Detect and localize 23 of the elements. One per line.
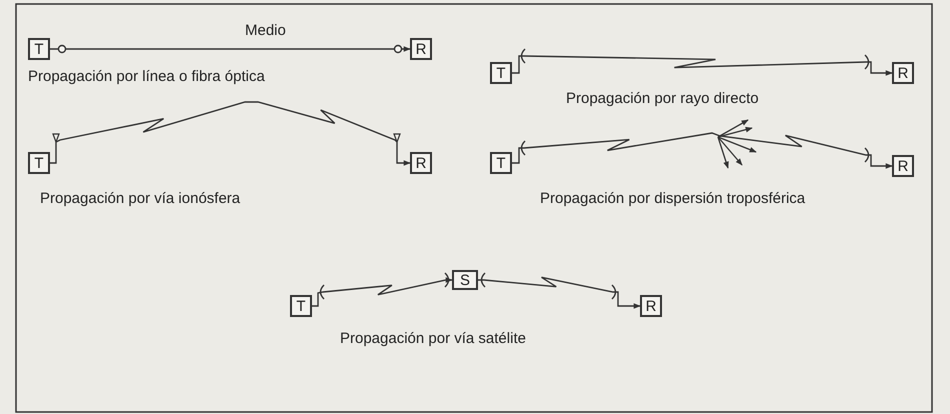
arrow: [50, 46, 411, 52]
station-box: R: [640, 295, 662, 317]
arrow: [50, 101, 411, 166]
arrow: [512, 132, 893, 169]
caption: Propagación por vía ionósfera: [40, 190, 240, 207]
station-box: T: [28, 152, 50, 174]
station-box: T: [490, 152, 512, 174]
caption: Propagación por vía satélite: [340, 330, 526, 347]
station-box: R: [892, 62, 914, 84]
caption: Propagación por dispersión troposférica: [540, 190, 806, 207]
station-box: T: [490, 62, 512, 84]
station-box: T: [290, 295, 312, 317]
station-box: T: [28, 38, 50, 60]
station-box: R: [410, 38, 432, 60]
station-box: R: [410, 152, 432, 174]
arrow: [512, 55, 893, 76]
edge-label: Medio: [245, 22, 286, 39]
arrow: [478, 276, 641, 309]
station-box: R: [892, 155, 914, 177]
caption: Propagación por rayo directo: [566, 90, 759, 107]
caption: Propagación por línea o fibra óptica: [28, 68, 265, 85]
arrow: [312, 277, 453, 307]
station-box: S: [452, 270, 478, 290]
